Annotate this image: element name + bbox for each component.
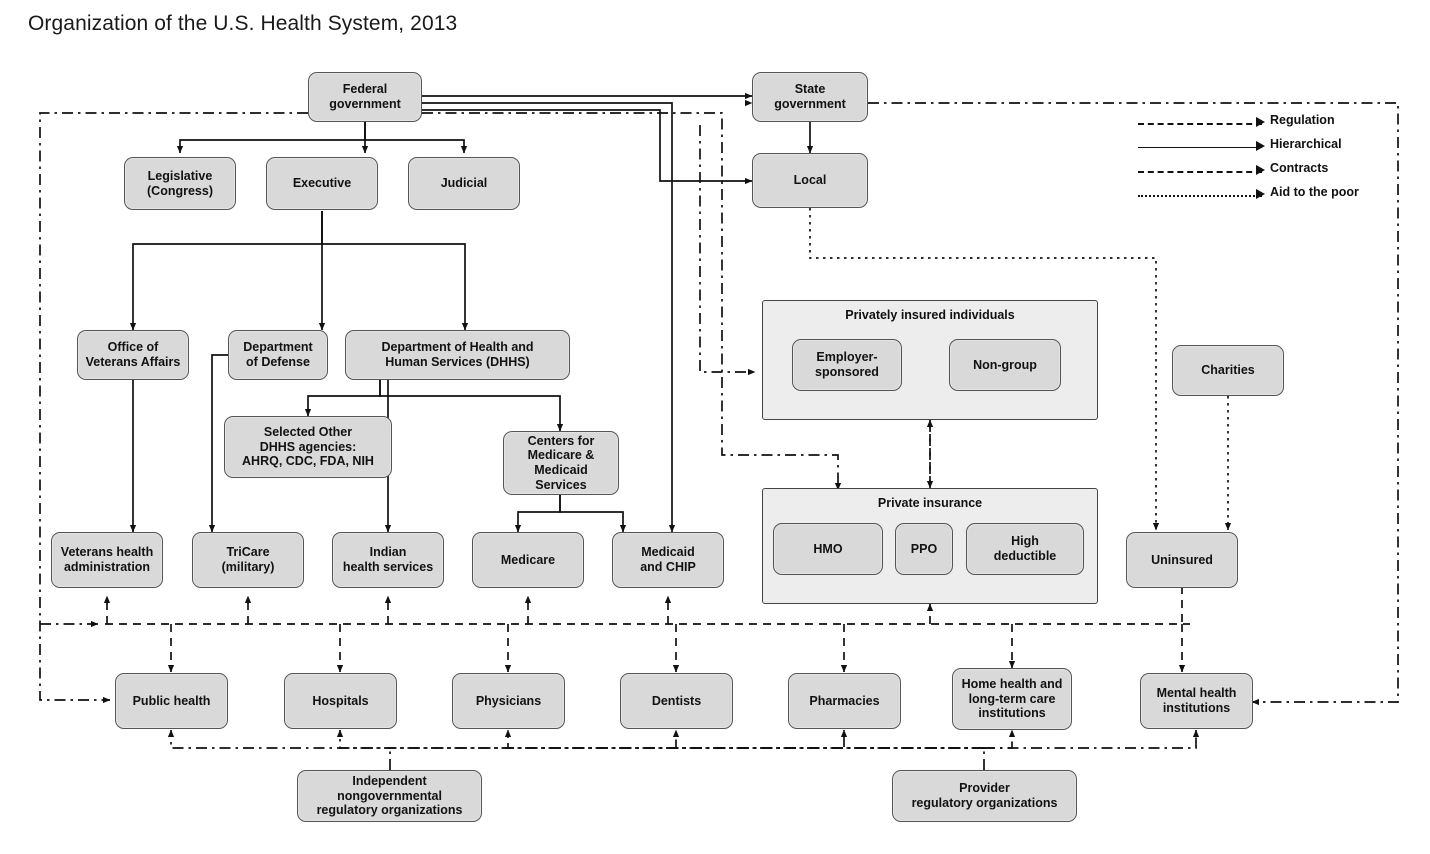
- node-label: Judicial: [440, 176, 488, 191]
- legend-line-hierarchical: [1138, 147, 1262, 150]
- node-physicians[interactable]: Physicians: [452, 673, 565, 729]
- node-label: Uninsured: [1151, 552, 1213, 567]
- legend-label-aid: Aid to the poor: [1270, 185, 1359, 199]
- group-title-private-insurance: Private insurance: [877, 496, 983, 510]
- group-title-privately-insured: Privately insured individuals: [845, 308, 1015, 322]
- node-charities[interactable]: Charities: [1172, 345, 1284, 396]
- node-hospitals[interactable]: Hospitals: [284, 673, 397, 729]
- node-medicare[interactable]: Medicare: [472, 532, 584, 588]
- node-non-group[interactable]: Non-group: [949, 339, 1061, 391]
- node-label: Pharmacies: [809, 693, 880, 708]
- node-label: Hospitals: [312, 693, 369, 708]
- page-title: Organization of the U.S. Health System, …: [28, 12, 458, 35]
- legend-item-contracts: Contracts: [1138, 160, 1378, 184]
- legend-line-contracts: [1138, 171, 1262, 175]
- arrow-icon: [1256, 189, 1265, 199]
- node-local[interactable]: Local: [752, 153, 868, 208]
- node-dentists[interactable]: Dentists: [620, 673, 733, 729]
- legend-line-aid: [1138, 195, 1262, 199]
- legend: Regulation Hierarchical Contracts Aid to…: [1138, 112, 1378, 208]
- node-pharmacies[interactable]: Pharmacies: [788, 673, 901, 729]
- node-hmo[interactable]: HMO: [773, 523, 883, 575]
- arrow-icon: [1256, 117, 1265, 127]
- node-legislative[interactable]: Legislative(Congress): [124, 157, 236, 210]
- legend-item-hierarchical: Hierarchical: [1138, 136, 1378, 160]
- node-label: Non-group: [973, 357, 1037, 372]
- arrow-icon: [1256, 165, 1265, 175]
- group-privately-insured-individuals: Privately insured individuals Employer-s…: [762, 300, 1098, 420]
- node-label: Executive: [292, 176, 352, 191]
- node-label: Legislative(Congress): [147, 168, 213, 198]
- node-label: Physicians: [475, 693, 542, 708]
- node-label: PPO: [910, 541, 938, 556]
- node-employer-sponsored[interactable]: Employer-sponsored: [792, 339, 902, 391]
- arrow-icon: [1256, 141, 1265, 151]
- node-label: HMO: [813, 541, 843, 556]
- node-judicial[interactable]: Judicial: [408, 157, 520, 210]
- legend-label-contracts: Contracts: [1270, 161, 1329, 175]
- node-ppo[interactable]: PPO: [895, 523, 953, 575]
- legend-line-regulation: [1138, 123, 1262, 127]
- node-uninsured[interactable]: Uninsured: [1126, 532, 1238, 588]
- legend-label-regulation: Regulation: [1270, 113, 1335, 127]
- legend-item-regulation: Regulation: [1138, 112, 1378, 136]
- node-executive[interactable]: Executive: [266, 157, 378, 210]
- node-label: Charities: [1201, 363, 1255, 378]
- legend-label-hierarchical: Hierarchical: [1270, 137, 1342, 151]
- node-label: Local: [793, 173, 827, 188]
- node-label: Employer-sponsored: [815, 350, 879, 379]
- node-public-health[interactable]: Public health: [115, 673, 228, 729]
- node-label: TriCare(military): [221, 545, 275, 574]
- node-tricare[interactable]: TriCare(military): [192, 532, 304, 588]
- legend-item-aid-to-the-poor: Aid to the poor: [1138, 184, 1378, 208]
- node-label: Public health: [132, 693, 211, 708]
- node-label: Medicare: [500, 552, 556, 567]
- node-label: Dentists: [651, 693, 702, 708]
